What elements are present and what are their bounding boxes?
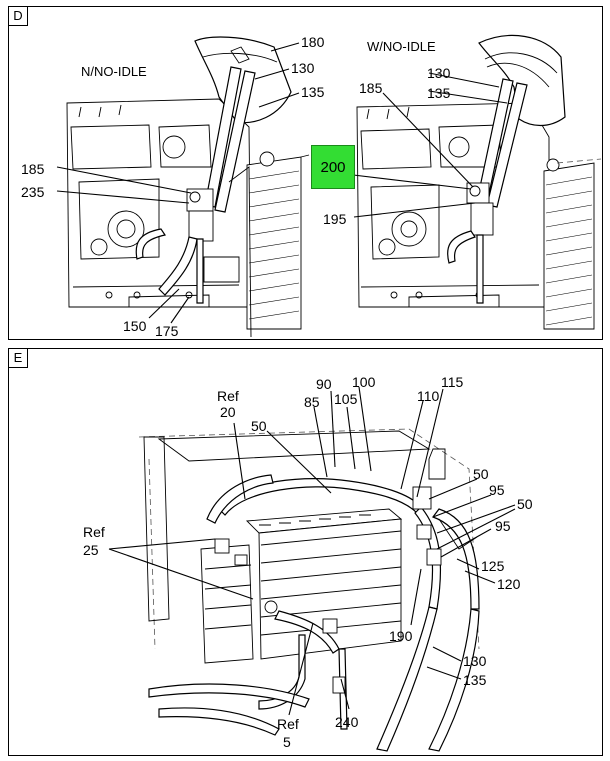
callout-235: 235: [21, 184, 45, 200]
ref-5-number: 5: [283, 734, 291, 750]
callout-130: 130: [463, 653, 487, 669]
callout-185-left: 185: [21, 161, 45, 177]
callout-110: 110: [417, 388, 440, 404]
callout-120: 120: [497, 576, 521, 592]
callout-100: 100: [352, 374, 376, 390]
callout-105: 105: [334, 391, 358, 407]
callout-130-left: 130: [291, 60, 315, 76]
panel-e-tag: E: [9, 349, 28, 368]
callout-95-b: 95: [495, 518, 511, 534]
callout-95-a: 95: [489, 482, 505, 498]
callout-135-left: 135: [301, 84, 325, 100]
ref-20-number: 20: [220, 404, 236, 420]
panel-d: D: [8, 6, 603, 340]
callout-180: 180: [301, 34, 325, 50]
panel-e-drawing: 90 100 115 85 105 110 50 50 95 50 95 125…: [83, 374, 533, 752]
ref-25-number: 25: [83, 542, 99, 558]
ref-25-word: Ref: [83, 524, 105, 540]
mode-label-left: N/NO-IDLE: [81, 64, 147, 79]
callout-240: 240: [335, 714, 359, 730]
callout-115: 115: [441, 374, 464, 390]
right-engine-view: [356, 34, 602, 330]
callout-90: 90: [316, 376, 332, 392]
callout-50-a: 50: [251, 418, 267, 434]
callout-190: 190: [389, 628, 413, 644]
panel-d-drawing: N/NO-IDLE W/NO-IDLE 180 130 135 185 235 …: [21, 34, 602, 339]
callout-135-right: 135: [427, 85, 451, 101]
callout-195: 195: [323, 211, 347, 227]
panel-e: E: [8, 348, 603, 756]
highlight-200: 200: [311, 145, 355, 189]
mode-label-right: W/NO-IDLE: [367, 39, 436, 54]
callout-150: 150: [123, 318, 147, 334]
ref-20-word: Ref: [217, 388, 239, 404]
ref-5-word: Ref: [277, 716, 299, 732]
left-engine-view: [66, 36, 310, 338]
panel-d-tag: D: [9, 7, 28, 26]
callout-130-right: 130: [427, 65, 451, 81]
callout-50-b: 50: [473, 466, 489, 482]
callout-125: 125: [481, 558, 505, 574]
callout-85: 85: [304, 394, 320, 410]
chassis-drawing: [138, 428, 480, 752]
highlight-200-label: 200: [320, 158, 346, 176]
callout-175: 175: [155, 323, 179, 339]
callout-50-c: 50: [517, 496, 533, 512]
callout-135: 135: [463, 672, 487, 688]
callout-185-right: 185: [359, 80, 383, 96]
